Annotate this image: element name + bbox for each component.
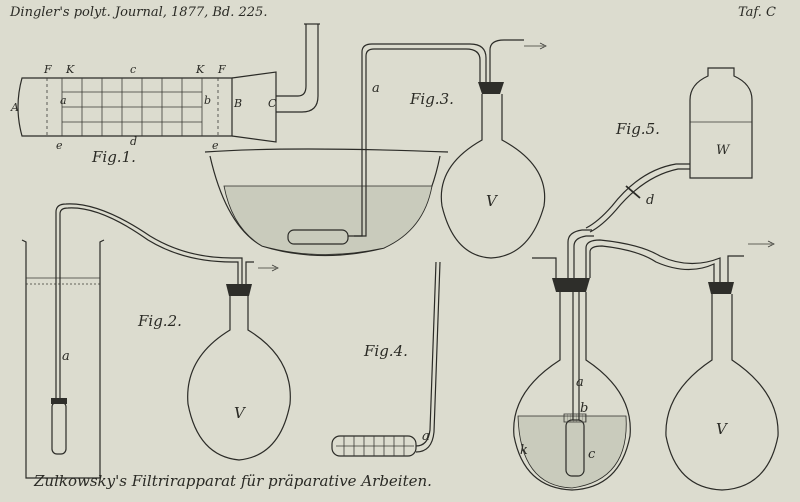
fig1-label-K1: K bbox=[195, 63, 205, 76]
fig1-label-b: b bbox=[204, 94, 211, 107]
fig3-flask-label: V bbox=[486, 192, 499, 210]
fig1-drawing bbox=[17, 23, 320, 143]
fig1-label-A: A bbox=[10, 101, 19, 114]
fig2-title: Fig.2. bbox=[137, 312, 182, 330]
fig1-label-a: a bbox=[60, 94, 67, 107]
fig1-label-F1: F bbox=[217, 63, 226, 76]
fig1-title: Fig.1. bbox=[91, 148, 136, 166]
fig5-title: Fig.5. bbox=[615, 120, 660, 138]
fig2-flask-label: V bbox=[234, 404, 247, 422]
fig1-label-c: c bbox=[130, 63, 136, 76]
fig4-tube-label: a bbox=[422, 429, 430, 444]
fig5-reservoir-label: W bbox=[716, 143, 731, 158]
fig3-title: Fig.3. bbox=[409, 90, 454, 108]
fig1-label-B: B bbox=[233, 97, 242, 110]
fig4-title: Fig.4. bbox=[363, 342, 408, 360]
fig1-label-C: C bbox=[268, 97, 277, 110]
fig5-drawing bbox=[513, 67, 779, 491]
fig1-label-e1: e bbox=[212, 139, 219, 152]
fig1-label-d: d bbox=[130, 135, 137, 148]
fig5-flask-label: V bbox=[716, 420, 729, 438]
fig1-label-e: e bbox=[56, 139, 63, 152]
plate-number: Taf. C bbox=[738, 5, 776, 20]
fig5-liquid-label-k: k bbox=[520, 443, 528, 458]
fig4-drawing bbox=[331, 261, 441, 457]
fig2-drawing bbox=[21, 203, 291, 479]
journal-header: Dingler's polyt. Journal, 1877, Bd. 225. bbox=[9, 5, 267, 20]
fig3-drawing bbox=[204, 39, 547, 259]
fig5-filter-label-c: c bbox=[588, 447, 596, 462]
fig2-tube-label: a bbox=[62, 349, 70, 364]
fig1-label-F: F bbox=[43, 63, 52, 76]
plate-caption: Zulkowsky's Filtrirapparat für präparati… bbox=[33, 472, 432, 490]
fig5-stopper-label-b: b bbox=[580, 401, 588, 416]
fig5-tube-label-d: d bbox=[646, 193, 654, 208]
fig3-tube-label: a bbox=[372, 81, 380, 96]
fig1-label-K: K bbox=[65, 63, 75, 76]
fig5-tube-label-a: a bbox=[576, 375, 584, 390]
